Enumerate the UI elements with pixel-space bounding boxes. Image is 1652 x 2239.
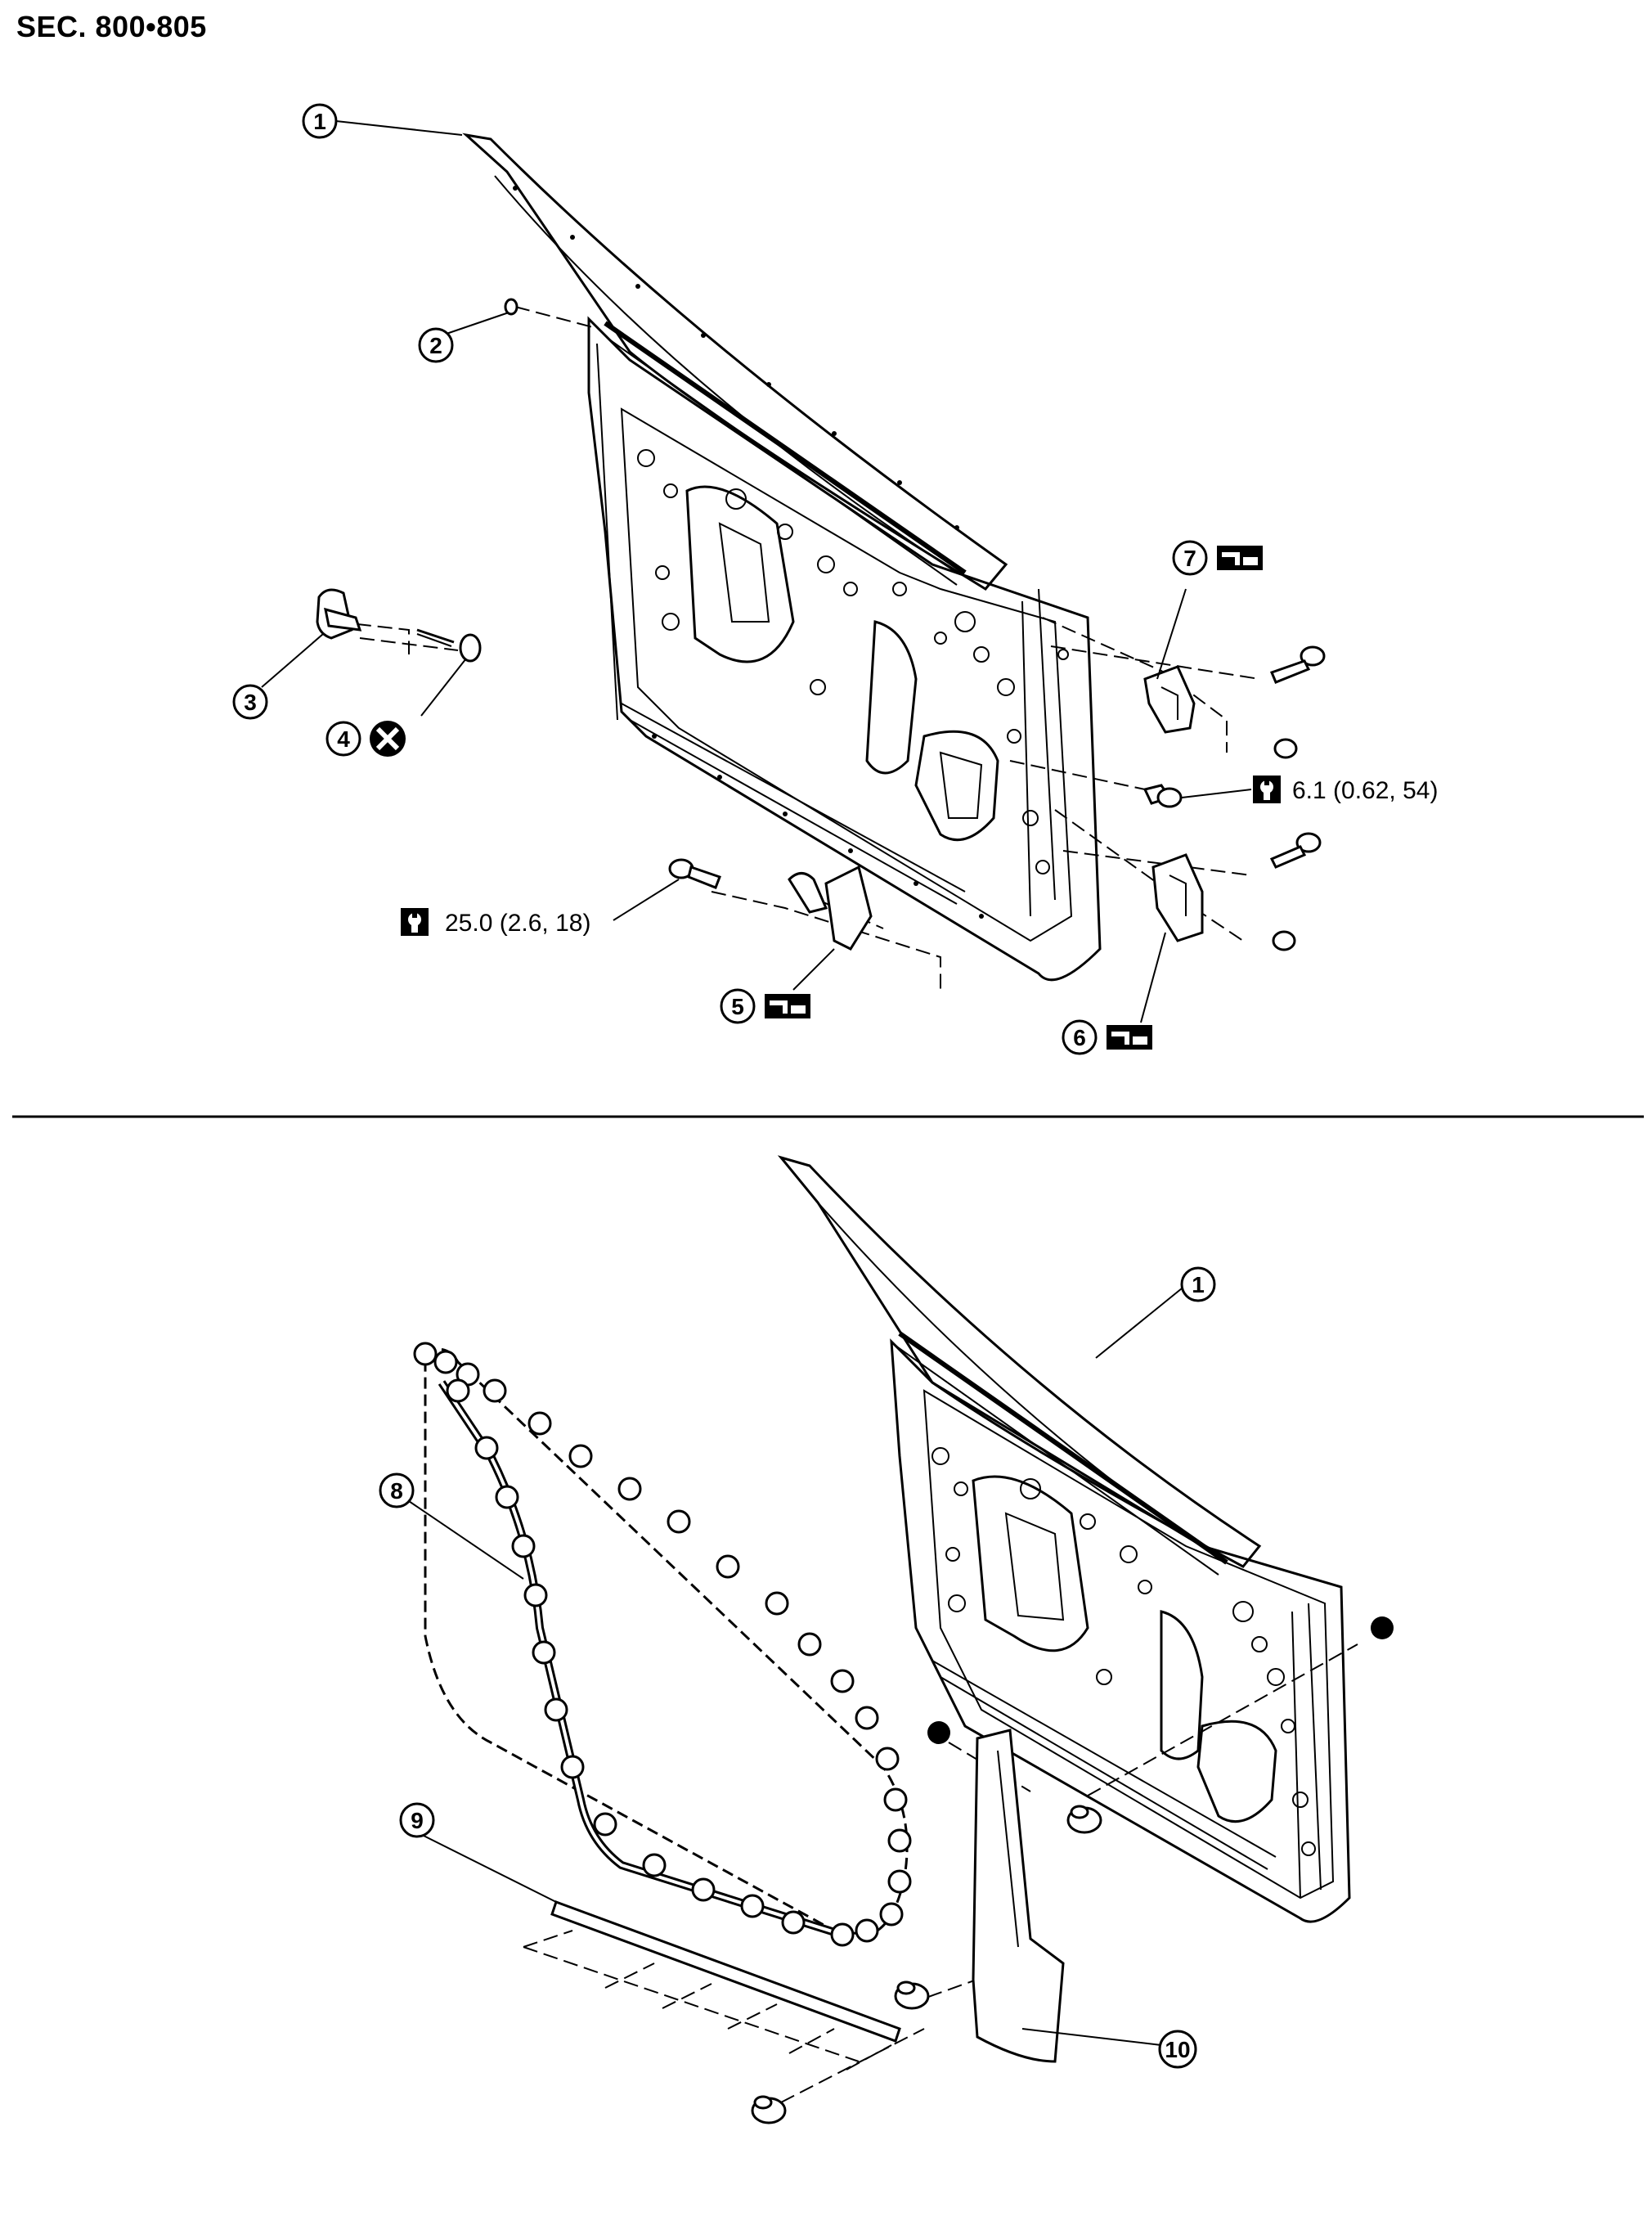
callout-6: 6 — [1062, 1019, 1152, 1055]
svg-text:1: 1 — [1192, 1272, 1205, 1297]
part-10-lower-molding — [972, 1729, 1162, 2063]
door-panel-holes-top — [637, 449, 1069, 874]
svg-text:6: 6 — [1073, 1025, 1086, 1050]
callout-1-bottom: 1 — [1095, 1266, 1216, 1359]
striker-bolt — [613, 858, 721, 921]
body-repair-kit-icon — [765, 994, 810, 1018]
part-5-striker — [788, 865, 873, 991]
door-panel-rim-dots-top — [513, 186, 984, 919]
svg-text:7: 7 — [1183, 546, 1196, 571]
svg-text:25.0 (2.6, 18): 25.0 (2.6, 18) — [445, 910, 590, 937]
callout-8: 8 — [379, 1472, 524, 1580]
callout-5: 5 — [720, 988, 810, 1024]
door-panel-holes-bottom — [931, 1447, 1316, 1856]
svg-text:9: 9 — [411, 1808, 424, 1833]
callout-7: 7 — [1172, 540, 1263, 576]
torque-label-hinge: 6.1 (0.62, 54) — [1253, 776, 1438, 804]
section-title: SEC. 800•805 — [16, 10, 207, 43]
svg-text:1: 1 — [313, 109, 326, 134]
callout-4: 4 — [325, 721, 406, 757]
body-repair-kit-icon — [1217, 546, 1263, 570]
door-panel-top — [462, 133, 1102, 982]
part-3-bracket — [261, 588, 362, 688]
part-6-lower-hinge — [1140, 832, 1322, 1023]
svg-text:8: 8 — [390, 1478, 403, 1504]
sealant-point-icon — [927, 1616, 1394, 1744]
hinge-bolt — [1142, 784, 1252, 808]
callout-1-top: 1 — [302, 103, 463, 139]
svg-text:2: 2 — [429, 333, 442, 358]
svg-text:6.1 (0.62, 54): 6.1 (0.62, 54) — [1292, 777, 1438, 804]
callout-3: 3 — [232, 684, 268, 720]
do-not-reuse-icon — [370, 721, 406, 757]
part-8-weatherstrip — [424, 1347, 909, 1939]
part-2-plug — [441, 298, 518, 336]
body-repair-kit-icon — [1107, 1025, 1152, 1050]
part-7-upper-hinge — [1143, 588, 1326, 759]
part-4-screw — [416, 628, 482, 717]
callout-2: 2 — [418, 327, 454, 363]
weatherstrip-clips — [413, 1342, 912, 1947]
svg-text:5: 5 — [731, 994, 744, 1019]
door-panel-bottom — [777, 1155, 1351, 1923]
svg-text:4: 4 — [337, 726, 350, 752]
svg-text:3: 3 — [244, 690, 257, 715]
callout-9: 9 — [399, 1802, 435, 1838]
torque-wrench-icon — [1253, 776, 1281, 803]
torque-wrench-icon — [401, 908, 429, 936]
part-9-sill-seal — [416, 1832, 901, 2043]
callout-10: 10 — [1158, 2030, 1197, 2069]
torque-label-striker: 25.0 (2.6, 18) — [401, 908, 590, 937]
svg-text:10: 10 — [1165, 2037, 1190, 2062]
clips-bottom — [751, 1805, 1102, 2124]
